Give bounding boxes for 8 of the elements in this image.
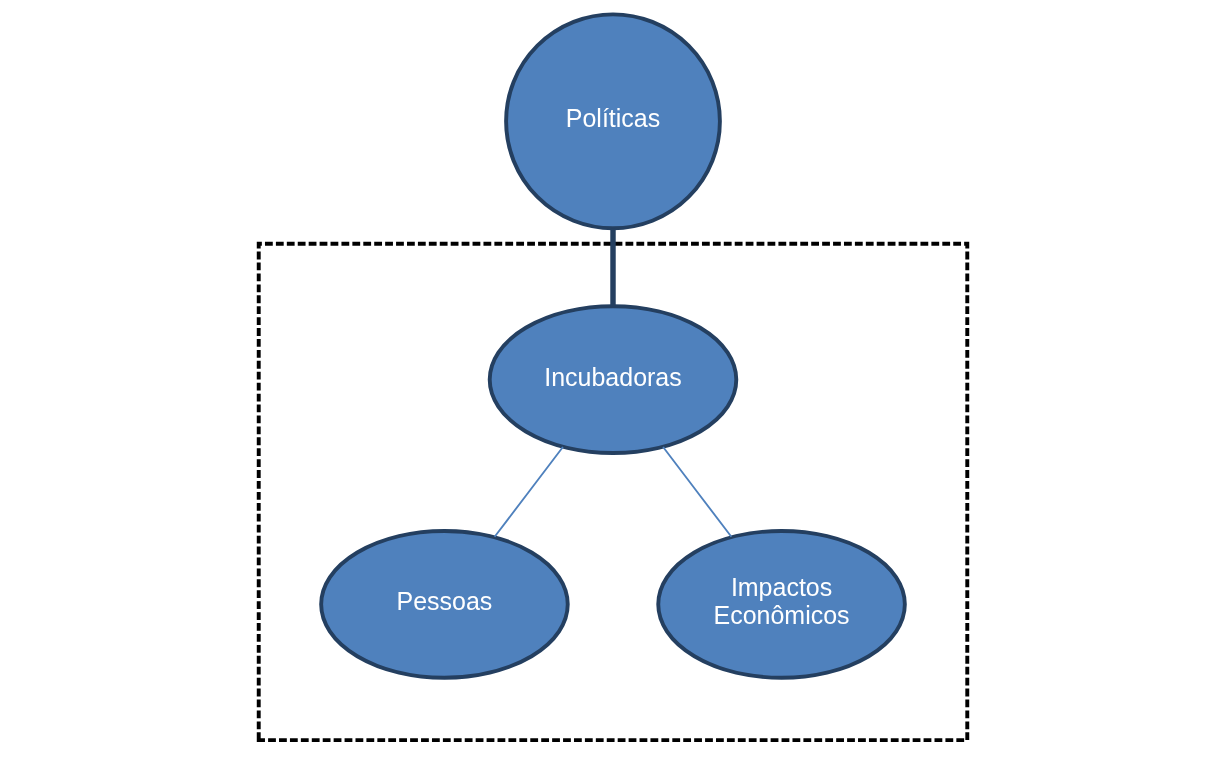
node-ellipse: Pessoas: [319, 529, 570, 680]
cluster: [256, 241, 970, 743]
connector: [610, 228, 616, 307]
connector: [662, 446, 733, 538]
node-ellipse: Impactos Econômicos: [656, 529, 907, 680]
node-ellipse: Incubadoras: [487, 304, 739, 455]
node-circle: Políticas: [504, 12, 722, 231]
connector: [493, 446, 564, 538]
